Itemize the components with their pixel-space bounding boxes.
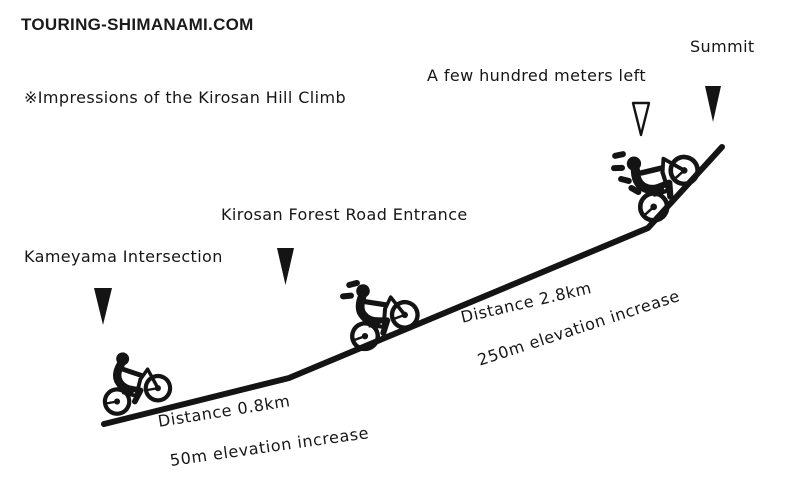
caption: ※Impressions of the Kirosan Hill Climb — [24, 88, 347, 107]
forest-road-marker-icon — [277, 248, 294, 285]
site-title: TOURING-SHIMANAMI.COM — [21, 15, 254, 34]
cyclist-icon — [93, 344, 179, 420]
near-summit-label: A few hundred meters left — [427, 66, 647, 85]
summit-marker-icon — [705, 86, 721, 122]
speed-dash-icon — [610, 164, 626, 171]
summit-label: Summit — [690, 37, 755, 56]
near-summit-marker-icon — [631, 101, 651, 137]
kameyama-marker-icon — [94, 288, 112, 325]
kameyama-label: Kameyama Intersection — [24, 247, 223, 266]
route-polyline — [101, 144, 725, 427]
forest-road-label: Kirosan Forest Road Entrance — [221, 205, 468, 224]
